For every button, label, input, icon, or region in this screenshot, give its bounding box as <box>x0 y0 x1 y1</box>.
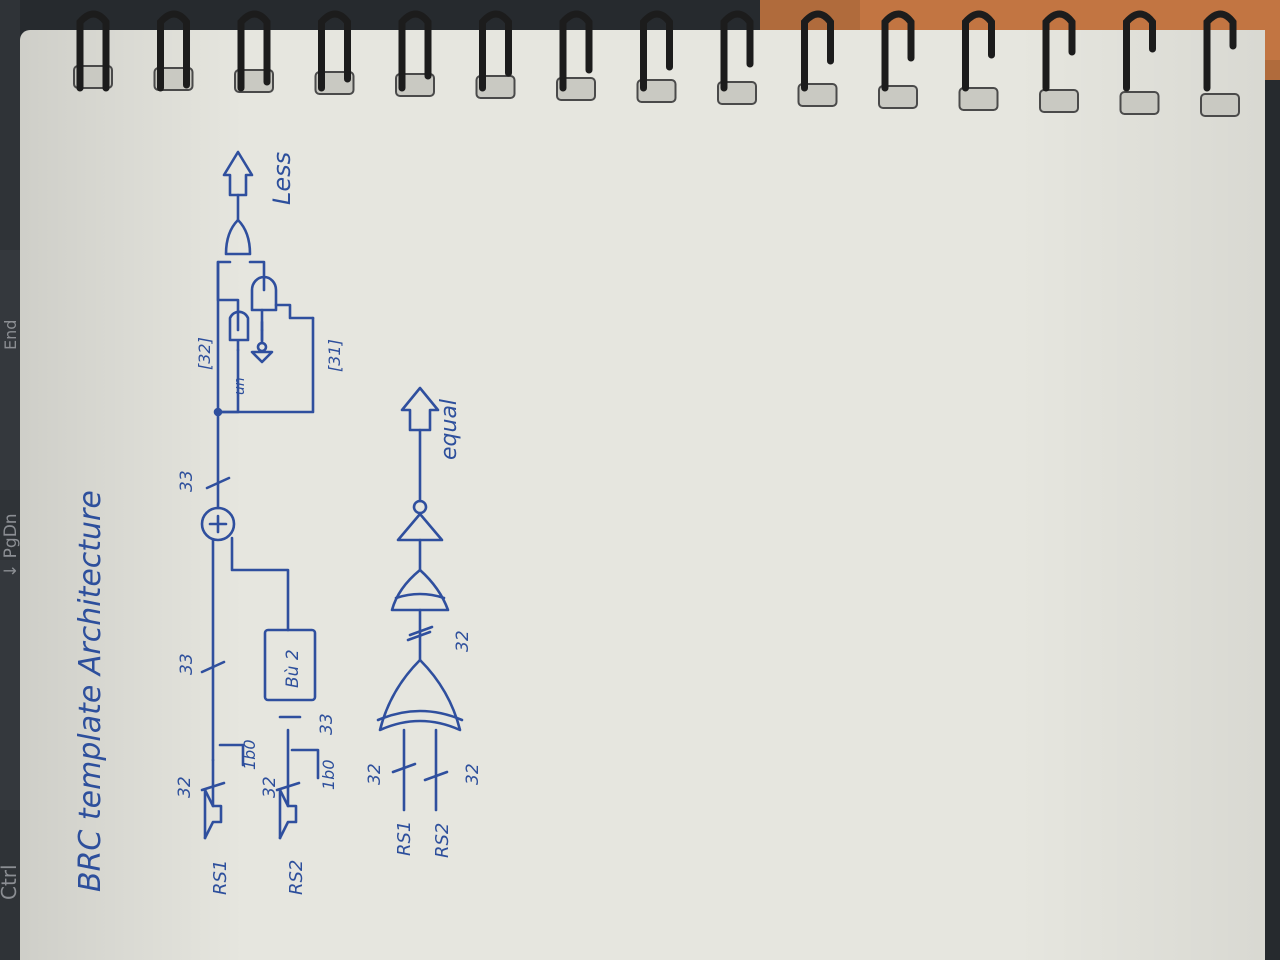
spiral-ring <box>640 10 673 92</box>
xor-out-width-label: 32 <box>453 630 473 652</box>
spiral-ring <box>1042 10 1076 92</box>
spiral-ring <box>962 10 995 92</box>
eq-rs2-label: RS2 <box>432 823 453 858</box>
notebook-page <box>20 30 1265 960</box>
end-key-label: End <box>1 320 20 350</box>
pgdn-key-label: ↓ PgDn <box>1 513 21 578</box>
spiral-hole <box>958 87 999 111</box>
complement-block-label: Bù 2 <box>283 649 303 688</box>
un-label: un <box>232 377 248 395</box>
xor-a-width-label: 32 <box>365 763 385 785</box>
spiral-hole <box>1200 93 1240 117</box>
spiral-ring <box>801 10 834 92</box>
bit32-label: [32] <box>195 337 214 370</box>
spiral-hole <box>797 83 838 107</box>
spiral-ring <box>720 10 754 92</box>
spiral-ring <box>157 10 190 92</box>
ext1-label: 1b0 <box>240 739 259 770</box>
diagram-title: BRC template Architecture <box>73 490 108 892</box>
rs2-width-label: 32 <box>260 776 280 798</box>
spiral-ring <box>398 10 432 92</box>
equality-wiring <box>376 386 464 812</box>
spiral-ring <box>881 10 915 92</box>
xor-b-width-label: 32 <box>463 763 483 785</box>
sum-width-label: 33 <box>177 470 197 492</box>
spiral-ring <box>76 10 110 92</box>
spiral-binding <box>73 10 1240 117</box>
rs1-label: RS1 <box>210 860 231 895</box>
spiral-ring <box>318 10 351 92</box>
ctrl-key-label: Ctrl <box>0 864 21 900</box>
rs2-label: RS2 <box>286 860 307 895</box>
rs1-width-label: 32 <box>175 776 195 798</box>
spiral-hole <box>1039 89 1079 113</box>
bus-b-width-label: 33 <box>317 713 337 735</box>
eq-rs1-label: RS1 <box>394 821 415 856</box>
spiral-ring <box>237 10 271 92</box>
bus-a-width-label: 33 <box>177 653 197 675</box>
spiral-ring <box>479 10 512 92</box>
spiral-ring <box>559 10 593 92</box>
equal-label: equal <box>437 399 462 460</box>
spiral-ring <box>1203 10 1237 92</box>
spiral-hole <box>1119 91 1160 115</box>
less-label: Less <box>268 152 296 205</box>
spiral-ring <box>1123 10 1156 92</box>
ext2-label: 1b0 <box>319 759 338 790</box>
comparator-wiring <box>200 150 320 840</box>
bit31-label: [31] <box>325 339 344 372</box>
spiral-hole <box>878 85 918 109</box>
